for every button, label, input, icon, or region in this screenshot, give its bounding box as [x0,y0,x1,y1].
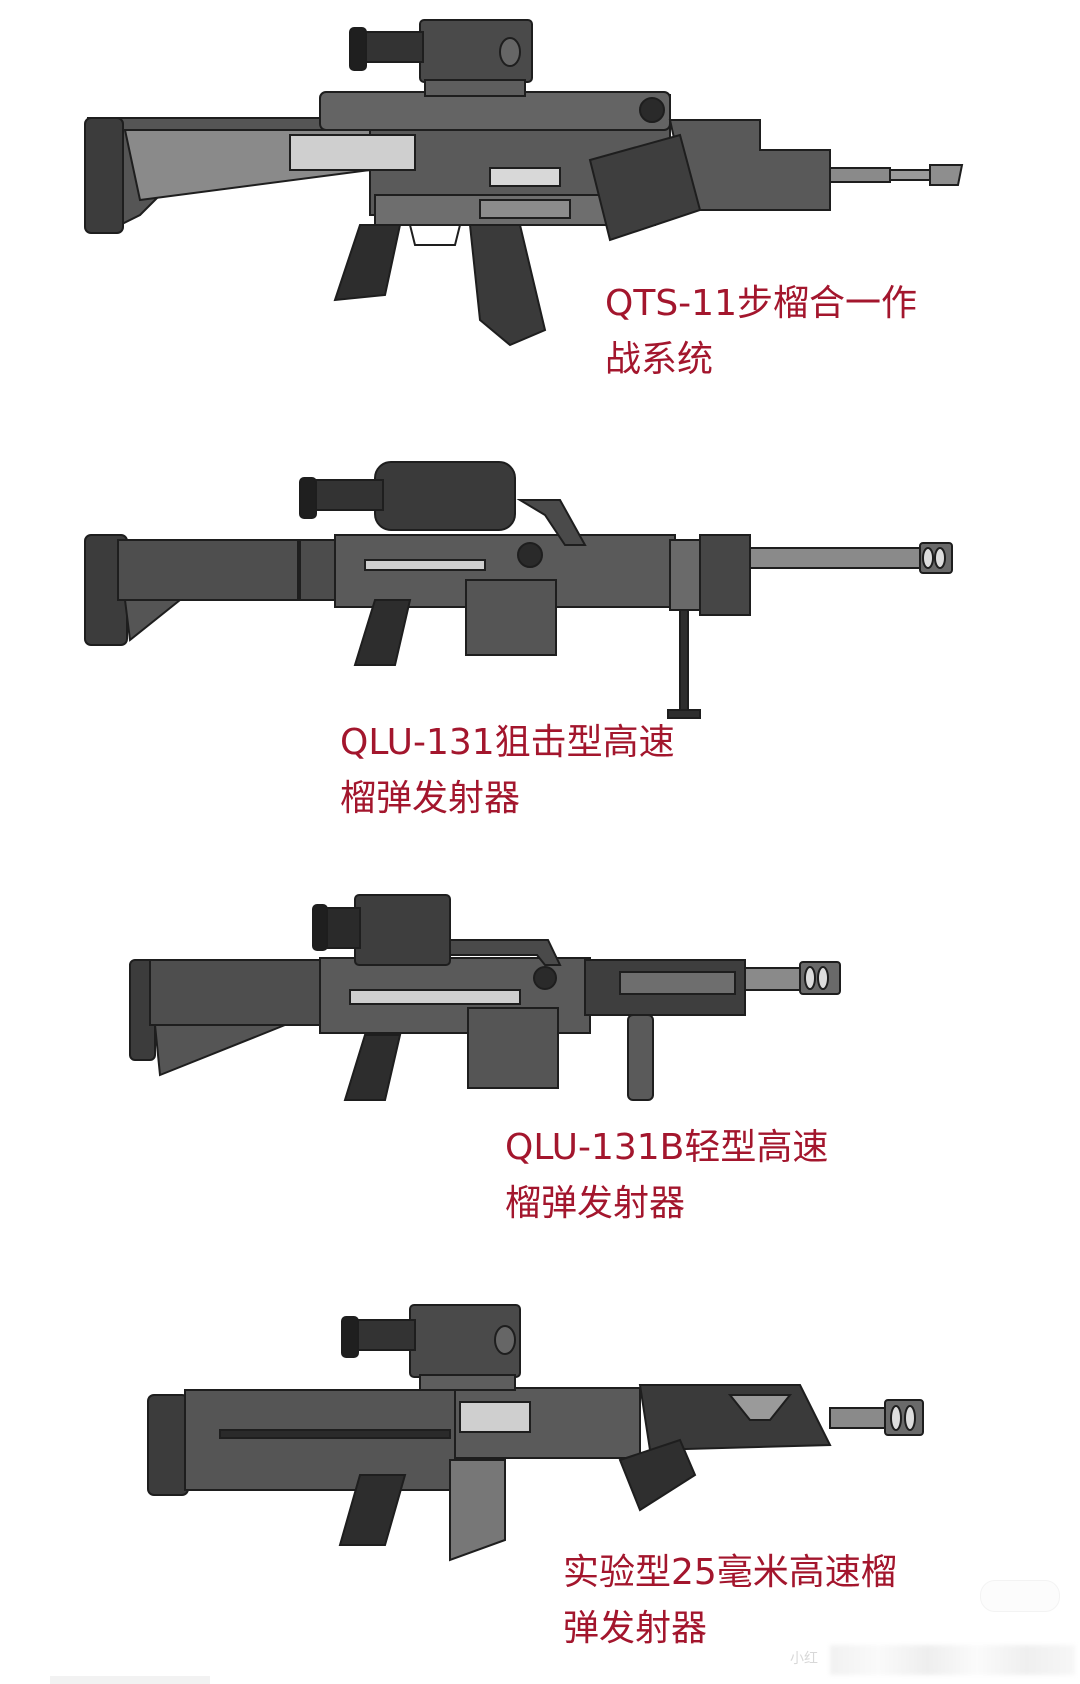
qlu-131-label-line2: 榴弹发射器 [340,778,521,819]
watermark-text: 小红 [790,1651,818,1667]
qlu-131b-label-line1: QLU-131B轻型高速 [505,1127,829,1168]
qlu-131-illustration [84,461,953,719]
experimental-25mm-label-line2: 弹发射器 [563,1608,708,1649]
experimental-25mm-illustration [147,1304,924,1562]
experimental-25mm-label-line1: 实验型25毫米高速榴 [563,1552,897,1593]
qts-11-label: QTS-11步榴合一作 战系统 [605,276,917,388]
qlu-131b-illustration [129,894,841,1101]
qlu-131-label: QLU-131狙击型高速 榴弹发射器 [340,715,675,827]
watermark-blur [830,1645,1075,1675]
qts-11-label-line1: QTS-11步榴合一作 [605,283,917,324]
qts-11-illustration [84,19,964,347]
qts-11-label-line2: 战系统 [605,339,714,380]
qlu-131b-label: QLU-131B轻型高速 榴弹发射器 [505,1120,828,1232]
bottom-bar [50,1676,210,1684]
qlu-131b-label-line2: 榴弹发射器 [505,1183,686,1224]
qlu-131-label-line1: QLU-131狙击型高速 [340,722,675,763]
watermark-badge [980,1580,1060,1612]
experimental-25mm-label: 实验型25毫米高速榴 弹发射器 [563,1545,897,1657]
